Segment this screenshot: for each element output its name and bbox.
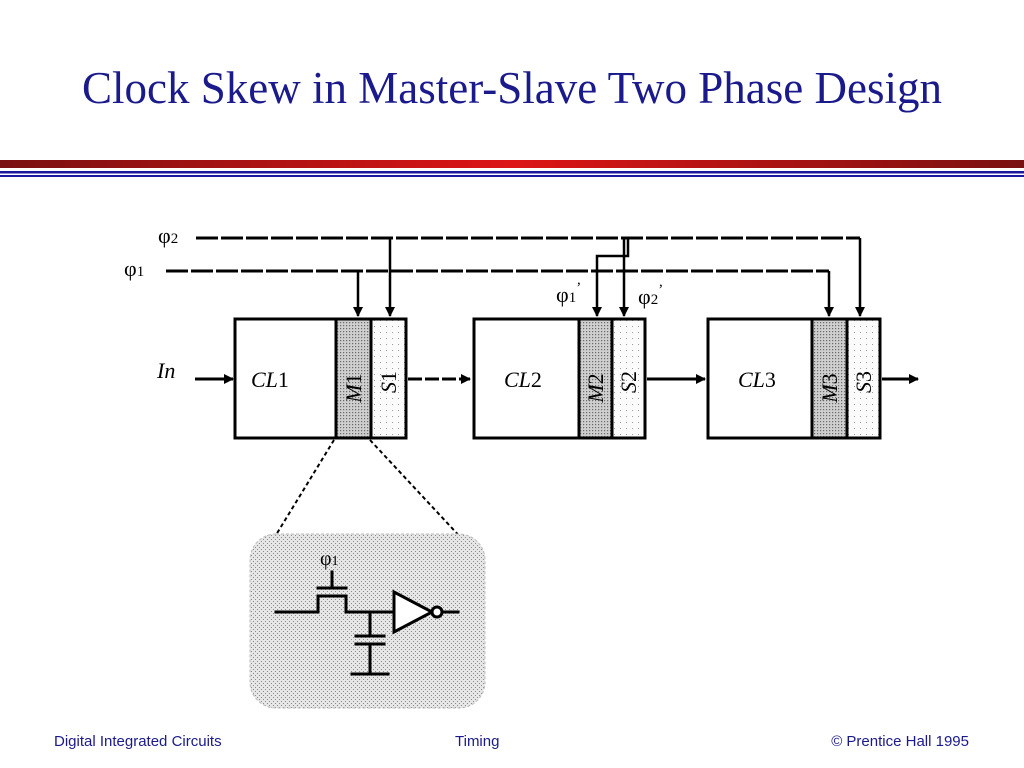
divider-blue-line-2 xyxy=(0,175,1024,177)
slide-title: Clock Skew in Master-Slave Two Phase Des… xyxy=(81,63,942,113)
pass-gate-input-wire xyxy=(274,594,320,614)
s3-label: S3 xyxy=(851,371,876,393)
title-divider xyxy=(0,160,1024,177)
s3-latch xyxy=(845,317,882,440)
zoom-line-right xyxy=(369,439,479,557)
inverter-bubble xyxy=(430,605,444,619)
cl1-block xyxy=(233,317,338,440)
cl2-label: CL2 xyxy=(504,367,542,392)
m3-latch xyxy=(810,317,849,440)
s2-label: S2 xyxy=(616,371,641,393)
s1-label: S1 xyxy=(376,371,401,393)
cl3-label: CL3 xyxy=(738,367,776,392)
phi1-prime-drop-m2 xyxy=(592,238,630,317)
cl1-label: CL1 xyxy=(251,367,289,392)
cl3-block xyxy=(706,317,814,440)
m3-label: M3 xyxy=(817,373,842,403)
detail-background xyxy=(249,533,486,709)
input-label: In xyxy=(156,358,175,383)
s2-latch xyxy=(610,317,647,440)
inverter-triangle xyxy=(392,589,436,635)
master-slave-diagram: φ2 φ1 φ1’ φ2’ xyxy=(124,223,919,709)
divider-red-band xyxy=(0,160,1024,168)
pass-gate-output-wire xyxy=(344,594,396,614)
detail-phi1-label: φ1 xyxy=(320,548,339,570)
phi1-label: φ1 xyxy=(124,256,144,281)
latch-detail: φ1 xyxy=(249,533,486,709)
phi2-label: φ2 xyxy=(158,223,178,248)
divider-blue-line-1 xyxy=(0,171,1024,174)
footer-copyright: © Prentice Hall 1995 xyxy=(831,733,969,750)
m2-label: M2 xyxy=(583,373,608,403)
s1-latch xyxy=(369,317,408,440)
m1-label: M1 xyxy=(341,373,366,403)
phi1-prime-label: φ1’ xyxy=(556,280,581,307)
stage-1 xyxy=(233,317,408,440)
stage-2 xyxy=(472,317,647,440)
m1-latch xyxy=(334,317,373,440)
stage-3 xyxy=(706,317,882,440)
footer-section-name: Timing xyxy=(455,733,500,750)
footer-course-name: Digital Integrated Circuits xyxy=(54,733,222,750)
phi2-prime-label: φ2’ xyxy=(638,282,663,309)
zoom-line-left xyxy=(256,439,335,567)
